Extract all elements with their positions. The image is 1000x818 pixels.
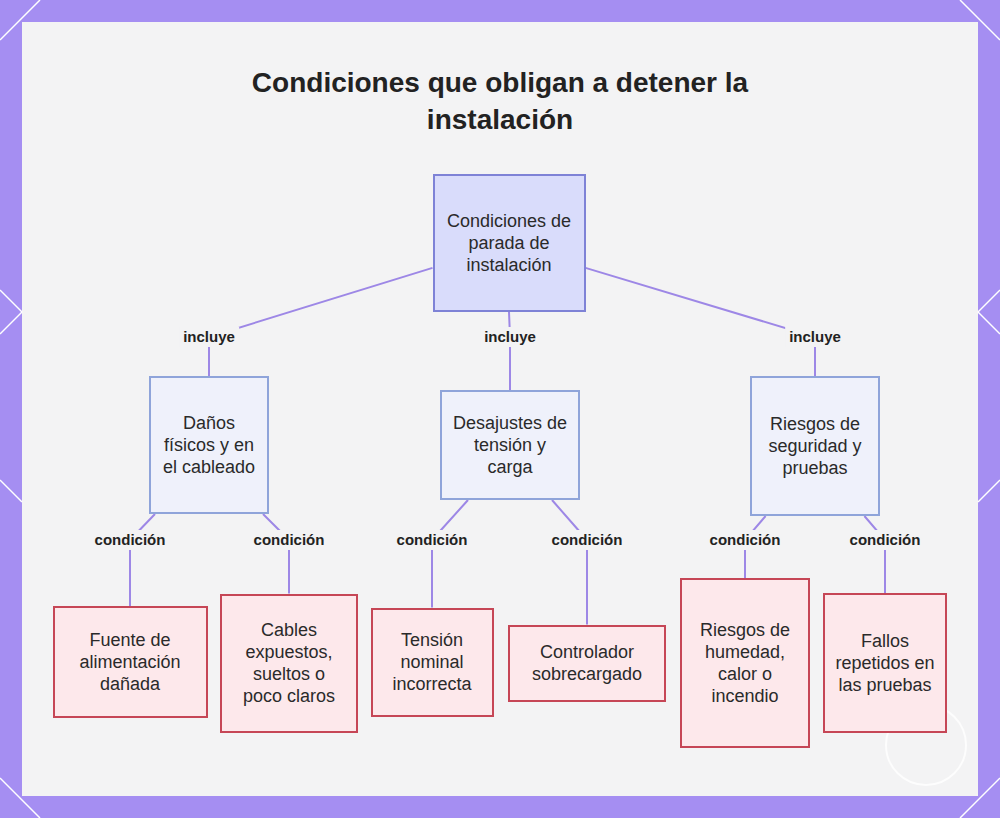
condition-box: Tensión nominal incorrecta xyxy=(371,608,494,717)
category-box: Daños físicos y en el cableado xyxy=(149,376,269,514)
connector-line xyxy=(432,500,468,608)
edge-label: condición xyxy=(393,530,472,550)
node-text: Cables expuestos, sueltos o poco claros xyxy=(232,619,346,707)
node-text: Riesgos de seguridad y pruebas xyxy=(762,413,868,479)
corner-line xyxy=(0,778,40,818)
edge-label: condición xyxy=(250,530,329,550)
edge-label: condición xyxy=(91,530,170,550)
corner-line xyxy=(978,480,1000,502)
edge-label: condición xyxy=(846,530,925,550)
connector-line xyxy=(509,312,510,390)
node-text: Riesgos de humedad, calor o incendio xyxy=(692,619,798,707)
node-text: Fuente de alimentación dañada xyxy=(65,629,196,695)
edge-label: incluye xyxy=(785,327,845,347)
corner-line xyxy=(978,290,1000,312)
corner-line xyxy=(960,778,1000,818)
root-box: Condiciones de parada de instalación xyxy=(433,174,586,312)
node-text: Daños físicos y en el cableado xyxy=(161,412,257,478)
connector-line xyxy=(209,268,433,376)
corner-line xyxy=(0,312,22,334)
condition-box: Fuente de alimentación dañada xyxy=(53,606,208,718)
corner-line xyxy=(960,0,1000,40)
edge-label: condición xyxy=(706,530,785,550)
connector-line xyxy=(552,500,587,625)
node-text: Tensión nominal incorrecta xyxy=(383,629,482,695)
corner-line xyxy=(0,290,22,312)
connector-line xyxy=(586,268,816,376)
node-text: Fallos repetidos en las pruebas xyxy=(835,630,935,696)
condition-box: Cables expuestos, sueltos o poco claros xyxy=(220,594,358,733)
condition-box: Riesgos de humedad, calor o incendio xyxy=(680,578,810,748)
corner-line xyxy=(0,480,22,502)
connector-line xyxy=(263,514,289,594)
panel-ground xyxy=(22,22,978,796)
corner-line xyxy=(0,0,40,40)
condition-box: Controlador sobrecargado xyxy=(508,625,666,702)
condition-box: Fallos repetidos en las pruebas xyxy=(823,593,947,733)
category-box: Riesgos de seguridad y pruebas xyxy=(750,376,880,516)
diagram-title: Condiciones que obligan a detener la ins… xyxy=(190,64,810,138)
edge-label: condición xyxy=(548,530,627,550)
corner-line xyxy=(978,312,1000,334)
edge-label: incluye xyxy=(480,327,540,347)
node-text: Condiciones de parada de instalación xyxy=(445,210,574,276)
node-text: Desajustes de tensión y carga xyxy=(452,412,568,478)
category-box: Desajustes de tensión y carga xyxy=(440,390,580,500)
edge-label: incluye xyxy=(179,327,239,347)
connector-line xyxy=(864,516,885,593)
connector-line xyxy=(130,514,155,606)
node-text: Controlador sobrecargado xyxy=(520,641,654,685)
